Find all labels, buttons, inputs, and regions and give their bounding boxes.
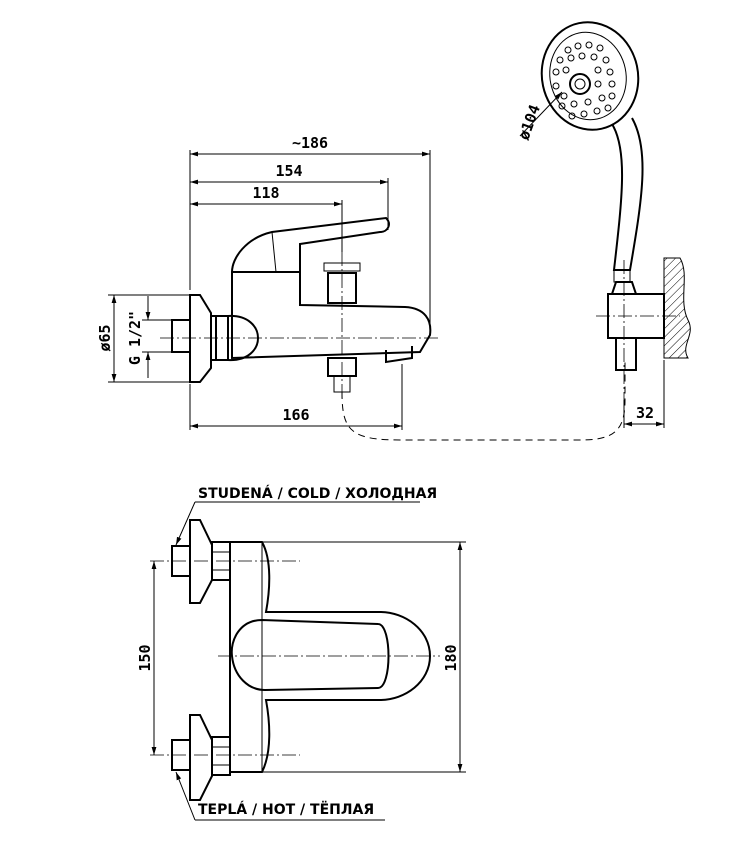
hot-escutcheon [189, 714, 213, 801]
hot-nut [211, 736, 231, 776]
hot-label: TEPLÁ / HOT / TЁПЛАЯ [198, 801, 374, 818]
inlet-connector [171, 319, 191, 353]
dim-lever-reach: 118 [252, 184, 279, 202]
hand-shower [540, 21, 691, 430]
mixer-body [231, 271, 432, 360]
dim-showerhead-diameter: ø104 [515, 102, 544, 142]
mixer-lever [231, 216, 390, 273]
cold-escutcheon [189, 519, 213, 604]
wall-escutcheon [189, 294, 212, 383]
dim-body-height: 180 [442, 644, 460, 671]
wall-hatch [663, 257, 691, 359]
top-view: STUDENÁ / COLD / ХОЛОДНАЯ 150 180 [136, 485, 466, 821]
dim-base-length: 166 [282, 406, 309, 424]
dim-spout-reach: 154 [275, 162, 302, 180]
dim-thread: G 1/2" [126, 311, 144, 365]
dim-inlet-diameter: ø65 [96, 324, 114, 351]
shower-hose [341, 360, 626, 441]
cold-label: STUDENÁ / COLD / ХОЛОДНАЯ [198, 485, 437, 502]
shower-connector [615, 337, 637, 371]
lever-edge [271, 231, 277, 273]
side-view: ~186 154 118 166 ø65 G 1/2" [96, 21, 691, 441]
dim-holder-offset: 32 [636, 404, 654, 422]
dim-inlet-spacing: 150 [136, 644, 154, 671]
spout-outlet [385, 346, 413, 364]
dim-overall-length: ~186 [292, 134, 328, 152]
top-body [229, 541, 432, 773]
top-lever [230, 618, 390, 692]
spray-nozzles [552, 41, 616, 120]
